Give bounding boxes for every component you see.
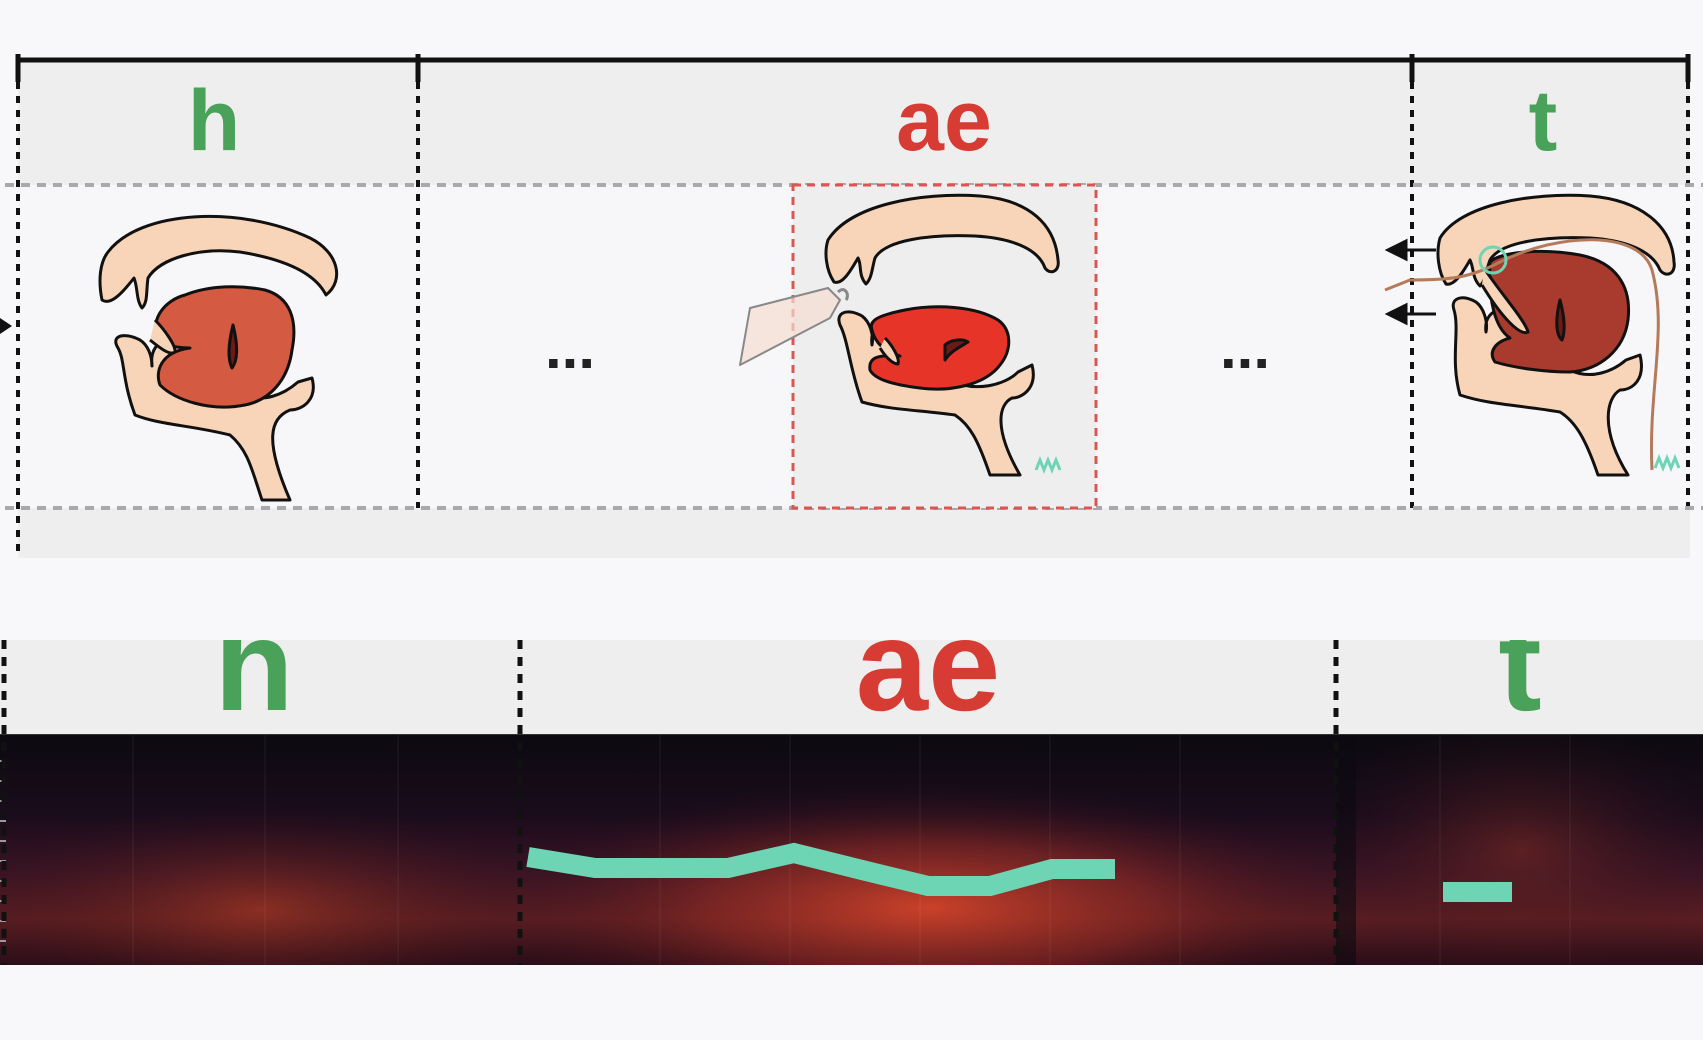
- panel-gap: [0, 558, 1703, 640]
- mouth-ae-illustration: [739, 193, 1060, 477]
- top-panel: h ae t ... ...: [0, 54, 1703, 558]
- bottom-phoneme-label-t: t: [1498, 592, 1541, 738]
- bottom-phoneme-label-ae: ae: [856, 592, 1001, 738]
- constriction-marker: [1478, 245, 1508, 275]
- pitch-contour-ae: [526, 842, 1115, 896]
- ellipsis-right: ...: [1220, 314, 1270, 381]
- pitch-contour-t: [1443, 882, 1512, 902]
- bottom-segment-boundaries: [1, 640, 1339, 965]
- bottom-label-band: [0, 640, 1703, 735]
- top-phoneme-label-h: h: [188, 73, 241, 169]
- top-phoneme-label-ae: ae: [896, 73, 992, 169]
- ellipsis-left: ...: [545, 314, 595, 381]
- top-bottom-band: [18, 508, 1690, 558]
- mouth-t-illustration: [1436, 193, 1676, 477]
- voicing-squiggle-ae: [1034, 455, 1062, 475]
- top-segment-boundaries: [16, 82, 1690, 558]
- airflow-arrows: [1384, 238, 1436, 326]
- top-label-band: [18, 60, 1690, 185]
- top-phoneme-label-t: t: [1529, 73, 1558, 169]
- bottom-phoneme-label-h: h: [214, 592, 293, 738]
- mouth-h-illustration: [98, 214, 339, 502]
- voicing-squiggle-t: [1653, 453, 1681, 473]
- airflow-path-t: [1384, 238, 1660, 471]
- spectrogram: [0, 735, 1703, 965]
- bottom-panel: h ae t: [0, 592, 1703, 965]
